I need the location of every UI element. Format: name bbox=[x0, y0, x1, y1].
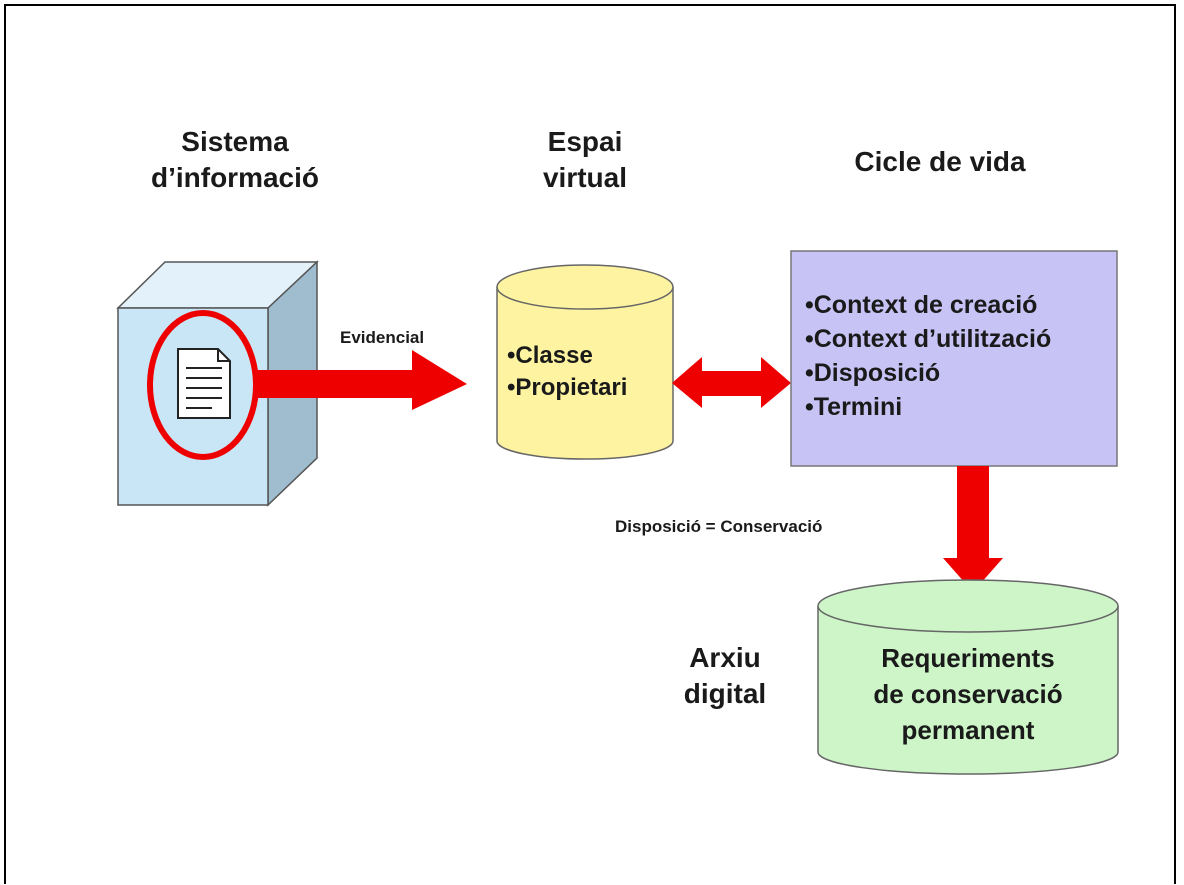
heading-cicle-text: Cicle de vida bbox=[854, 146, 1026, 177]
cicle-item-disposicio: •Disposició bbox=[805, 359, 941, 387]
heading-sistema: Sistema d’informació bbox=[130, 124, 340, 196]
arxiu-requirements: Requeriments de conservació permanent bbox=[838, 640, 1098, 748]
bidirectional-arrow bbox=[672, 357, 791, 408]
digital-archive-cylinder bbox=[817, 579, 1119, 775]
cicle-list: •Context de creació •Context d’utilitzac… bbox=[805, 288, 1051, 424]
label-evidencial: Evidencial bbox=[340, 328, 425, 347]
conservation-arrow bbox=[943, 466, 1003, 592]
espai-list: •Classe •Propietari bbox=[507, 340, 627, 404]
heading-cicle: Cicle de vida bbox=[805, 144, 1075, 180]
heading-arxiu: Arxiu digital bbox=[660, 640, 790, 712]
heading-espai: Espai virtual bbox=[520, 124, 650, 196]
heading-espai-line1: Espai bbox=[547, 126, 623, 157]
cicle-item-creacio: •Context de creació bbox=[805, 291, 1038, 319]
lifecycle-box bbox=[790, 250, 1118, 467]
arxiu-line3: permanent bbox=[901, 715, 1035, 745]
heading-arxiu-line2: digital bbox=[683, 678, 767, 709]
label-disposicio: Disposició = Conservació bbox=[615, 517, 823, 536]
heading-espai-line2: virtual bbox=[542, 162, 628, 193]
heading-arxiu-line1: Arxiu bbox=[689, 642, 761, 673]
arxiu-line1: Requeriments bbox=[881, 643, 1055, 673]
cicle-item-termini: •Termini bbox=[805, 393, 903, 421]
virtual-space-cylinder bbox=[496, 264, 674, 460]
document-icon bbox=[177, 348, 231, 419]
heading-sistema-line2: d’informació bbox=[150, 162, 319, 193]
espai-item-propietari: •Propietari bbox=[507, 374, 628, 401]
espai-item-classe: •Classe bbox=[507, 342, 593, 369]
cicle-item-utilitzacio: •Context d’utilització bbox=[805, 325, 1052, 353]
diagram-frame bbox=[4, 4, 1176, 884]
heading-sistema-line1: Sistema bbox=[181, 126, 289, 157]
arxiu-line2: de conservació bbox=[873, 679, 1063, 709]
evidencial-arrow bbox=[256, 350, 467, 410]
